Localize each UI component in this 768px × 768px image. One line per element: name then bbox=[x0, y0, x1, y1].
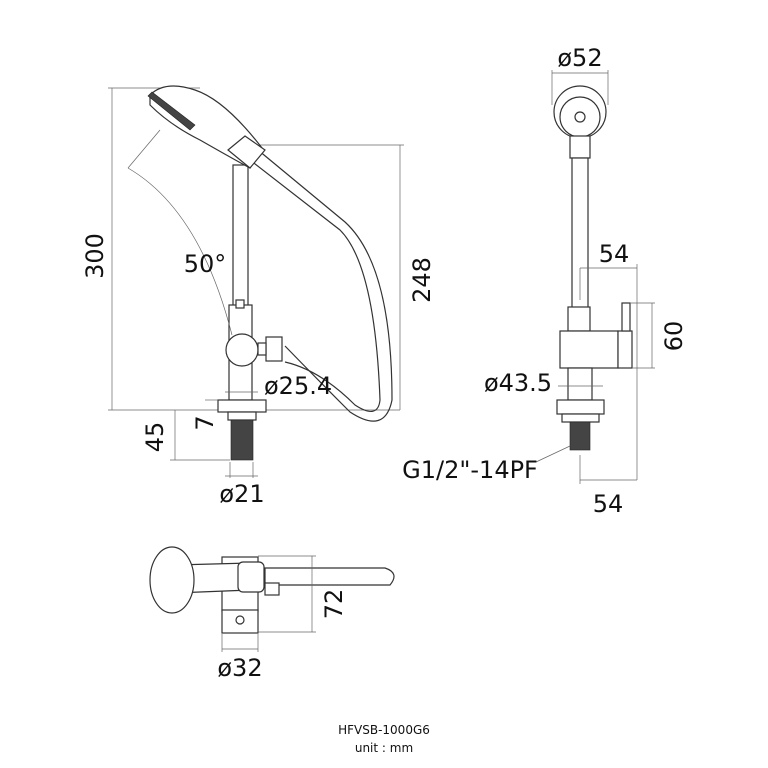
unit-label: unit : mm bbox=[355, 741, 413, 755]
dim-angle: 50° bbox=[184, 250, 227, 278]
front-view bbox=[535, 70, 655, 484]
dim-height-hose: 248 bbox=[408, 257, 436, 303]
dim-plate-thickness: 7 bbox=[191, 415, 219, 430]
dim-body-diameter: ø25.4 bbox=[264, 372, 332, 400]
top-view bbox=[149, 546, 395, 652]
dim-handle-offset-top: 54 bbox=[599, 240, 630, 268]
side-view bbox=[108, 85, 404, 478]
dim-head-diameter: ø52 bbox=[557, 44, 602, 72]
dim-handle-offset-bottom: 54 bbox=[593, 490, 624, 518]
dim-handle-height: 60 bbox=[660, 321, 688, 352]
model-number: HFVSB-1000G6 bbox=[338, 723, 430, 737]
dim-thread-length: 45 bbox=[141, 422, 169, 453]
dim-thread-diameter: ø21 bbox=[219, 480, 264, 508]
dim-top-body-diameter: ø32 bbox=[217, 654, 262, 682]
dim-depth: 72 bbox=[320, 589, 348, 620]
dim-base-diameter: ø43.5 bbox=[484, 369, 552, 397]
thread-spec: G1/2"-14PF bbox=[402, 456, 538, 484]
dim-height-total: 300 bbox=[81, 233, 109, 279]
